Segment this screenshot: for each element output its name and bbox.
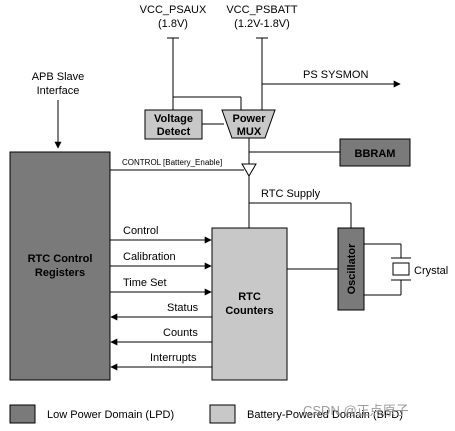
- legend-lpd-swatch: [9, 404, 36, 424]
- legend-bpd-label: Battery-Powered Domain (BPD): [247, 409, 403, 421]
- crystal-label: Crystal: [414, 265, 448, 277]
- watermark: CSDN @正点原子: [303, 403, 409, 418]
- apb-label-line1: APB Slave: [32, 71, 85, 83]
- buffer-triangle: [241, 163, 257, 177]
- control-label: Control: [123, 225, 158, 237]
- voltage-detect-block: [144, 109, 203, 140]
- psbatt-volt-label: (1.2V-1.8V): [234, 18, 290, 30]
- psaux-name-label: VCC_PSAUX: [140, 4, 207, 16]
- status-label: Status: [167, 302, 199, 314]
- voltage-detect-label-1: Voltage: [154, 113, 193, 125]
- psbatt-name-label: VCC_PSBATT: [226, 4, 298, 16]
- calibration-label: Calibration: [123, 251, 176, 263]
- psaux-volt-label: (1.8V): [158, 18, 188, 30]
- bbram-block: [339, 138, 411, 167]
- rtc-supply-label: RTC Supply: [261, 188, 321, 200]
- voltage-detect-label-2: Detect: [157, 126, 191, 138]
- power-mux-label-1: Power: [232, 113, 266, 125]
- interrupts-label: Interrupts: [150, 352, 197, 364]
- bbram-label: BBRAM: [355, 148, 396, 160]
- legend-lpd-label: Low Power Domain (LPD): [47, 409, 174, 421]
- rtc-counters-label-1: RTC: [238, 291, 261, 303]
- rtc-counters-block: [211, 227, 288, 381]
- rtc-control-label-1: RTC Control: [28, 253, 93, 265]
- rtc-control-registers-block: [9, 151, 111, 381]
- oscillator-label: Oscillator: [346, 243, 358, 294]
- legend-bpd-swatch: [209, 404, 236, 424]
- rtc-control-label-2: Registers: [35, 267, 85, 279]
- crystal-body: [392, 262, 410, 276]
- control-battery-label: CONTROL [Battery_Enable]: [122, 158, 222, 167]
- apb-label-line2: Interface: [37, 85, 80, 97]
- power-mux-label-2: MUX: [237, 126, 262, 138]
- rtc-counters-label-2: Counters: [225, 305, 273, 317]
- oscillator-block: [337, 227, 365, 311]
- counts-label: Counts: [163, 327, 198, 339]
- ps-sysmon-label: PS SYSMON: [303, 69, 368, 81]
- time-set-label: Time Set: [123, 277, 167, 289]
- power-mux-block: [221, 109, 276, 139]
